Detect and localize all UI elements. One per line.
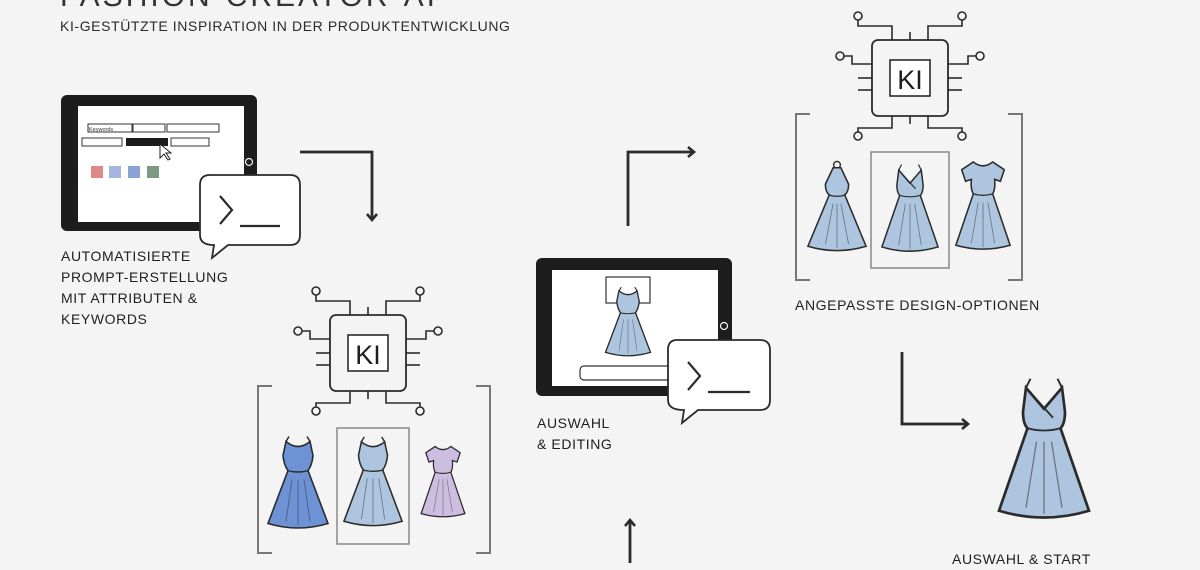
cursor-icon [159,142,173,161]
label-final-selection: AUSWAHL & START [952,551,1091,567]
dress-icon [807,160,867,252]
ki-chip-label-1: KI [355,340,381,370]
dress-icon [997,377,1091,520]
dress-icon [343,436,403,527]
arrow-icon [300,150,378,223]
terminal-prompt-icon [199,174,301,261]
label-selection-editing: AUSWAHL & EDITING [537,415,613,452]
dress-icon [954,161,1012,250]
search-field-text: Keywords [89,127,113,133]
label-prompt-creation: AUTOMATISIERTE PROMPT-ERSTELLUNG MIT ATT… [61,248,229,327]
page-subtitle: KI-GESTÜTZTE INSPIRATION IN DER PRODUKTE… [60,18,511,34]
tablet-prompt [61,95,257,231]
dress-icon [420,445,466,518]
dress-icon [267,435,329,529]
selected-option-frame-2 [870,151,950,269]
terminal-prompt-icon [667,339,771,426]
arrow-icon [900,352,971,430]
options-frame-1 [257,385,491,554]
label-design-options: ANGEPASSTE DESIGN-OPTIONEN [795,297,1040,313]
options-frame-2 [795,113,1023,281]
selected-option-frame-1 [336,427,410,545]
page-title: FASHION-CREATOR-AI [60,0,438,14]
ki-chip-label-2: KI [897,65,923,95]
dress-icon [881,163,939,253]
arrow-icon [626,146,697,226]
